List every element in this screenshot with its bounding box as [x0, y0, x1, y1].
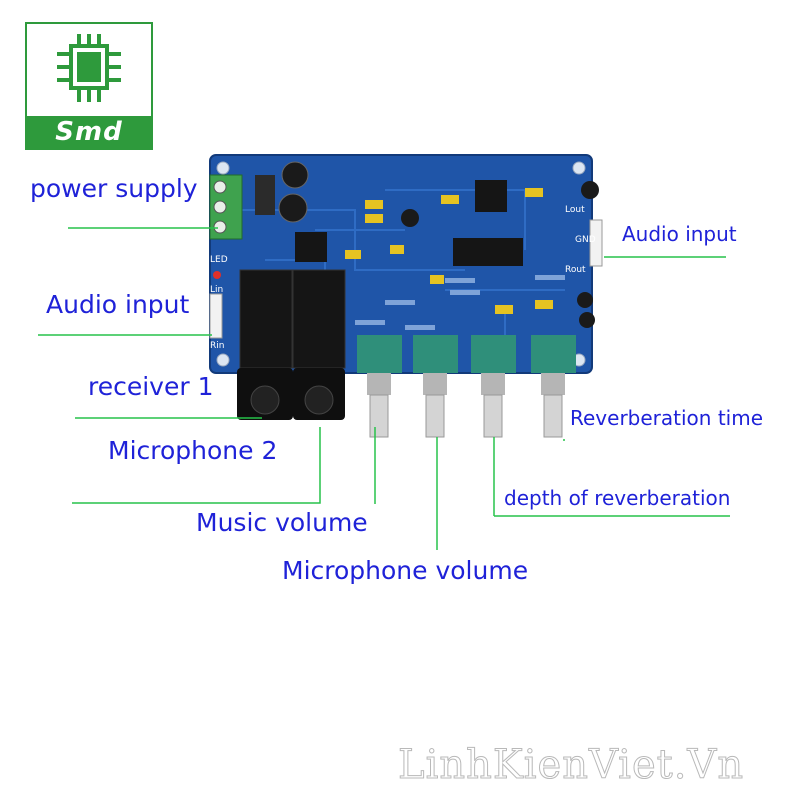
lout-marking: Lout — [565, 205, 585, 215]
rin-marking: Rin — [210, 341, 224, 351]
pcb-board: Lout Rout Lin Rin GND LED — [205, 150, 605, 454]
logo-text: Smd — [27, 116, 151, 148]
lin-marking: Lin — [210, 285, 223, 295]
depth-of-reverberation-label: depth of reverberation — [504, 486, 731, 510]
music-volume-label: Music volume — [196, 508, 368, 537]
receiver-1-label: receiver 1 — [88, 372, 214, 401]
led-marking: LED — [210, 255, 228, 265]
smd-logo: Smd — [25, 22, 153, 150]
audio-input-right-label: Audio input — [622, 222, 737, 246]
gnd-marking: GND — [575, 235, 596, 245]
watermark: LinhKienViet.Vn — [397, 742, 745, 789]
microphone-2-label: Microphone 2 — [108, 436, 278, 465]
microphone-volume-label: Microphone volume — [282, 556, 529, 585]
chip-icon — [57, 34, 121, 102]
reverberation-time-label: Reverberation time — [570, 406, 763, 430]
audio-input-left-label: Audio input — [46, 290, 190, 319]
rout-marking: Rout — [565, 265, 586, 275]
power-supply-label: power supply — [30, 174, 198, 203]
